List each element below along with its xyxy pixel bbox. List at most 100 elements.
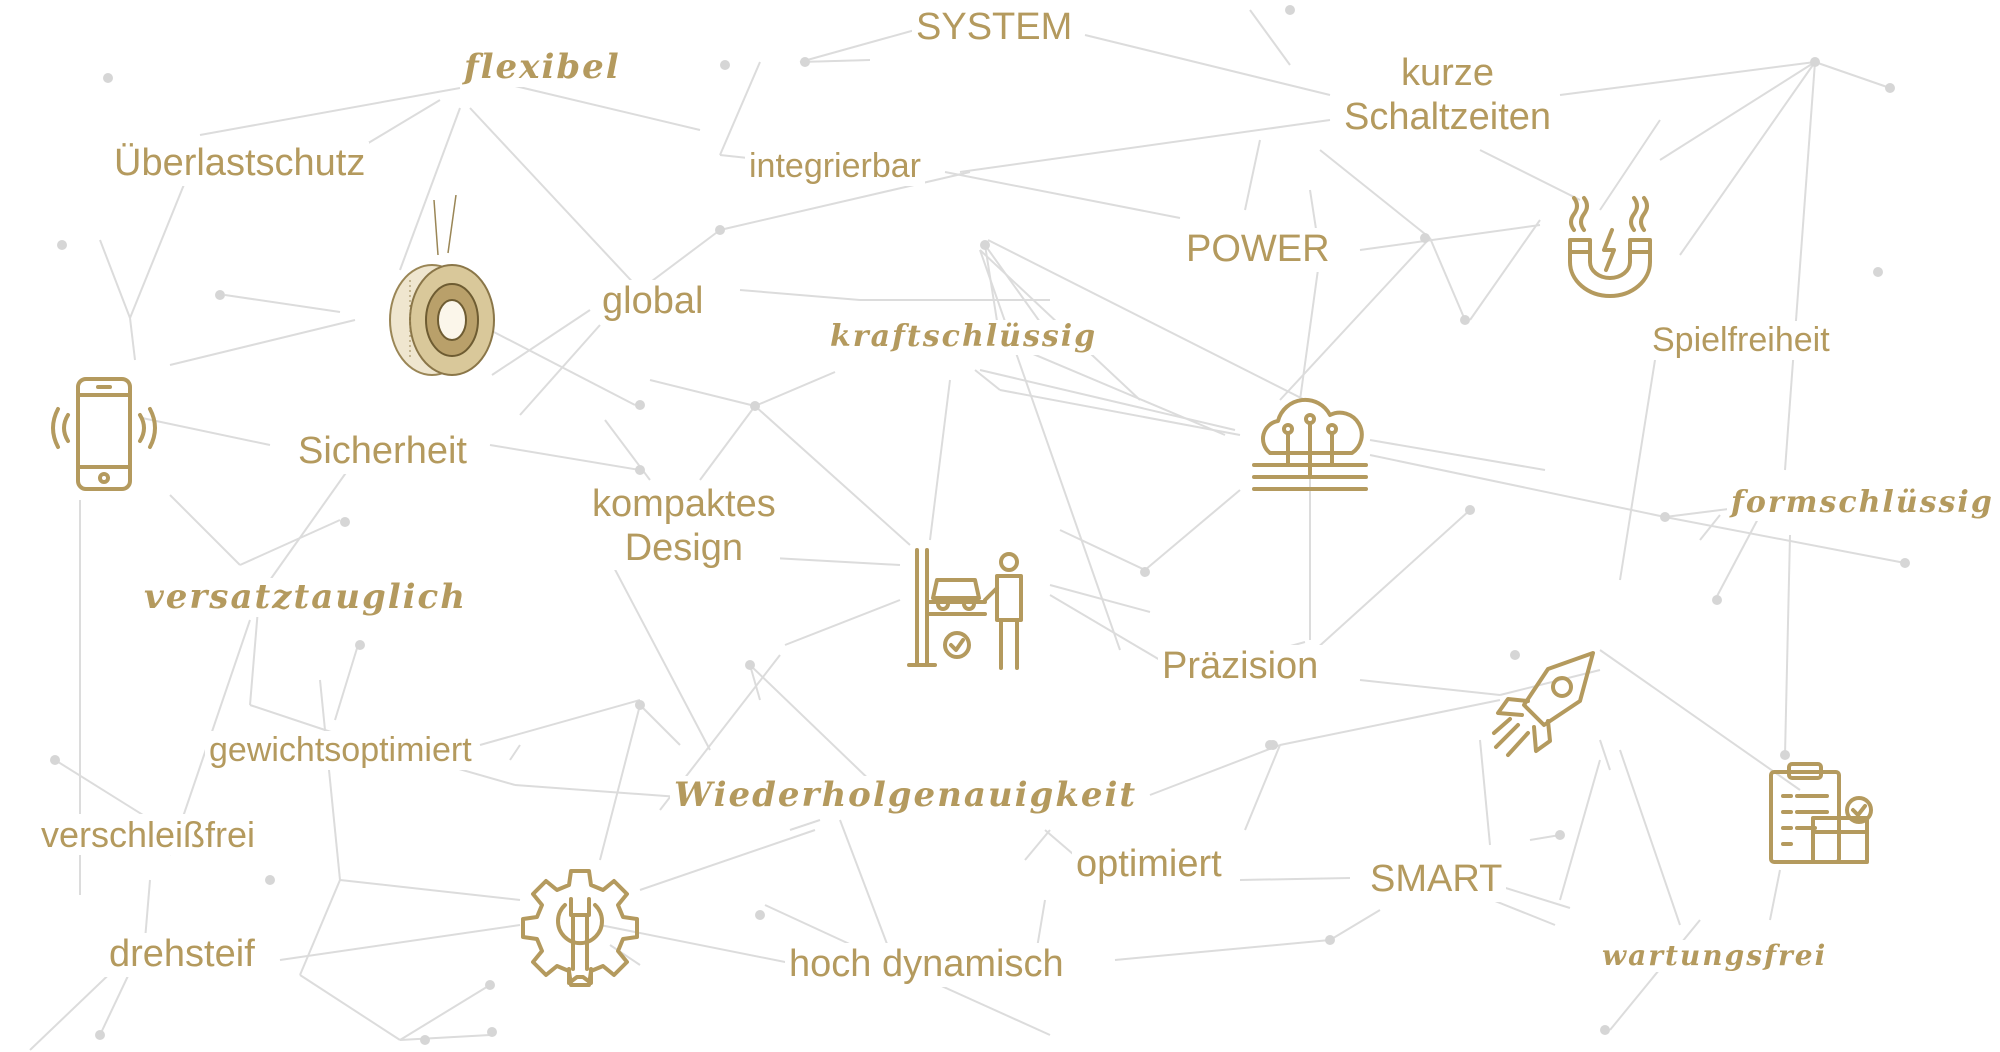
label-kompaktes-design: kompaktes Design: [588, 483, 780, 571]
connection-line: [489, 444, 641, 471]
connection-line: [519, 324, 601, 416]
connection-line: [279, 924, 521, 961]
connection-node: [1810, 57, 1820, 67]
connection-line: [609, 559, 711, 751]
connection-node: [1325, 935, 1335, 945]
connection-node: [1465, 505, 1475, 515]
connection-line: [1359, 679, 1501, 696]
connection-line: [1024, 829, 1051, 861]
label-flexibel: flexibel: [460, 47, 625, 88]
connection-line: [1144, 489, 1241, 571]
connection-line: [1599, 119, 1661, 211]
connection-node: [1600, 1025, 1610, 1035]
connection-line: [1699, 514, 1721, 541]
label-gewichtsoptimiert: gewichtsoptimiert: [205, 731, 476, 771]
connection-node: [720, 60, 730, 70]
connection-line: [754, 371, 836, 407]
connection-line: [1084, 34, 1331, 96]
connection-node: [635, 465, 645, 475]
connection-line: [784, 599, 901, 646]
connection-line: [1559, 759, 1601, 901]
connection-line: [491, 309, 591, 376]
connection-line: [974, 369, 1001, 391]
connection-line: [979, 249, 1121, 651]
label-optimiert: optimiert: [1072, 843, 1226, 887]
label-drehsteif: drehsteif: [105, 933, 259, 977]
connection-line: [1529, 834, 1561, 841]
connection-line: [339, 879, 521, 901]
connection-line: [1239, 877, 1351, 881]
connection-line: [1714, 514, 1761, 601]
label-global: global: [598, 280, 708, 324]
connection-node: [1712, 595, 1722, 605]
connection-node: [355, 640, 365, 650]
connection-line: [334, 644, 359, 721]
connection-line: [999, 389, 1241, 436]
connection-line: [839, 819, 896, 966]
connection-line: [1249, 9, 1291, 66]
label-smart: SMART: [1366, 858, 1507, 902]
label-hoch-dynamisch: hoch dynamisch: [785, 943, 1068, 987]
connection-node: [1420, 233, 1430, 243]
connection-line: [1149, 744, 1281, 796]
connection-line: [959, 119, 1331, 173]
connection-line: [799, 29, 916, 63]
connection-line: [1279, 699, 1501, 746]
connection-line: [1279, 237, 1431, 401]
connection-line: [749, 664, 881, 791]
connection-node: [980, 240, 990, 250]
connection-node: [340, 517, 350, 527]
connection-line: [1784, 61, 1816, 471]
connection-line: [1659, 61, 1816, 161]
connection-line: [144, 879, 151, 941]
connection-line: [1244, 744, 1281, 831]
label-verschleissfrei: verschleißfrei: [37, 814, 260, 856]
connection-node: [1510, 650, 1520, 660]
connection-line: [224, 294, 341, 313]
connection-line: [1814, 61, 1891, 89]
connection-line: [719, 61, 761, 156]
connection-line: [1049, 594, 1161, 661]
connection-node: [487, 1027, 497, 1037]
connection-node: [800, 57, 810, 67]
connection-line: [609, 944, 641, 966]
connection-line: [1599, 739, 1611, 771]
connection-line: [1329, 909, 1381, 941]
connection-line: [1664, 516, 1906, 564]
connection-line: [1769, 869, 1781, 921]
connection-node: [50, 755, 60, 765]
connection-line: [1059, 529, 1146, 571]
connection-line: [239, 519, 341, 566]
connection-node: [1660, 512, 1670, 522]
connection-line: [319, 679, 341, 881]
connection-line: [1314, 509, 1471, 651]
connection-line: [199, 87, 461, 136]
connection-node: [1265, 740, 1275, 750]
connection-line: [1559, 61, 1816, 96]
connection-node: [635, 700, 645, 710]
label-kraftschluessig: kraftschlüssig: [826, 319, 1102, 355]
connection-node: [635, 400, 645, 410]
connection-line: [489, 79, 701, 131]
label-sicherheit: Sicherheit: [294, 430, 471, 474]
connection-line: [1619, 749, 1681, 926]
connection-line: [1244, 139, 1261, 211]
connection-node: [1555, 830, 1565, 840]
connection-line: [639, 704, 681, 746]
connection-node: [750, 401, 760, 411]
connection-line: [944, 171, 1181, 219]
connection-line: [789, 819, 821, 831]
label-wartungsfrei: wartungsfrei: [1598, 939, 1832, 973]
label-versatztauglich: versatztauglich: [140, 577, 471, 618]
connection-line: [1299, 254, 1321, 401]
connection-line: [754, 405, 911, 546]
connection-line: [1784, 534, 1791, 756]
connection-line: [1429, 237, 1466, 321]
label-system: SYSTEM: [912, 6, 1077, 50]
connection-line: [649, 379, 756, 407]
connection-line: [129, 317, 136, 361]
connection-line: [699, 405, 756, 481]
connection-line: [639, 829, 816, 891]
connection-line: [269, 459, 356, 581]
